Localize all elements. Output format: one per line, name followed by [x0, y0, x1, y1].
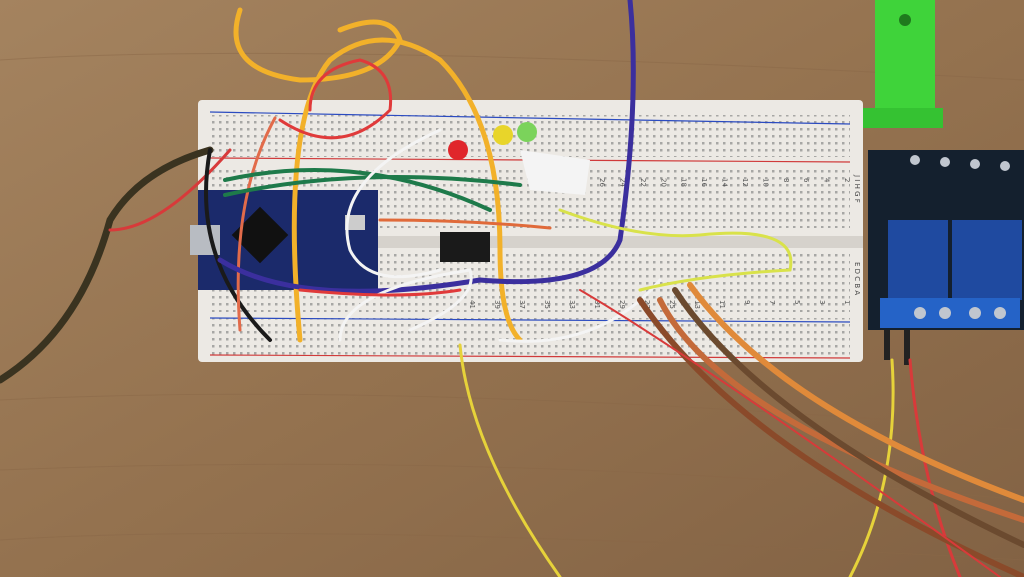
row-letters-bottom: E D C B A — [853, 262, 861, 295]
column-number: 33 — [568, 300, 576, 309]
row-letters-top: J I H G F — [853, 174, 861, 203]
column-number: 7 — [768, 300, 776, 304]
column-number: 25 — [668, 300, 676, 309]
column-number: 12 — [741, 178, 749, 187]
small-module — [440, 232, 490, 262]
leds — [448, 122, 537, 160]
column-number: 26 — [598, 178, 606, 187]
column-number: 35 — [543, 300, 551, 309]
column-number: 22 — [639, 178, 647, 187]
column-number: 37 — [518, 300, 526, 309]
column-number: 20 — [659, 178, 667, 187]
column-number: 1 — [843, 300, 851, 304]
column-number: 2 — [843, 178, 851, 182]
column-number: 9 — [743, 300, 751, 304]
column-number: 29 — [618, 300, 626, 309]
column-number: 41 — [468, 300, 476, 309]
column-number: 14 — [721, 178, 729, 187]
column-number: 18 — [680, 178, 688, 187]
green-bracket — [848, 0, 943, 128]
column-numbers-top: 26 24 22 20 18 16 14 12 10 8 6 4 2 — [598, 178, 851, 187]
relay-module — [868, 150, 1024, 365]
column-number: 5 — [793, 300, 801, 304]
paper-scrap — [520, 150, 590, 195]
column-number: 31 — [593, 300, 601, 309]
column-number: 10 — [761, 178, 769, 187]
column-number: 39 — [493, 300, 501, 309]
column-number: 24 — [618, 178, 626, 187]
column-number: 8 — [782, 178, 790, 182]
column-number: 11 — [718, 300, 726, 309]
wood-grain — [0, 52, 1024, 561]
column-number: 27 — [643, 300, 651, 309]
column-number: 16 — [700, 178, 708, 187]
column-number: 13 — [693, 300, 701, 309]
column-number: 3 — [818, 300, 826, 304]
column-number: 4 — [823, 178, 831, 183]
column-number: 6 — [802, 178, 810, 183]
